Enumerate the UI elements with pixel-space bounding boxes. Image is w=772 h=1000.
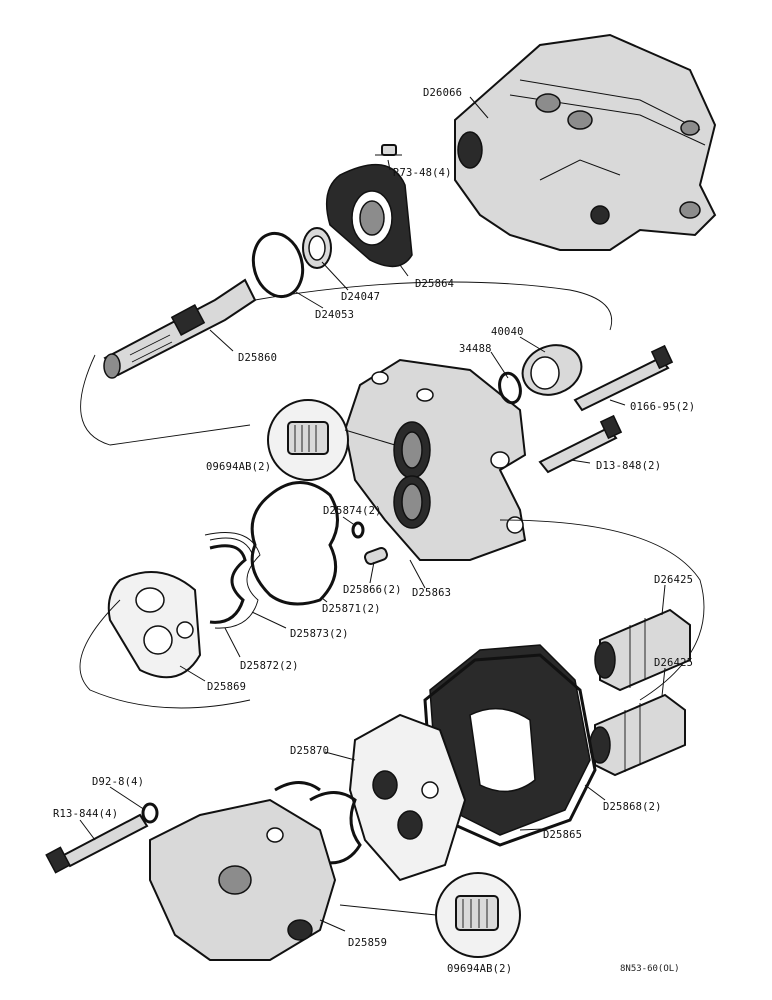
drive-shaft-d25860 xyxy=(103,278,257,379)
label-d25870: D25870 xyxy=(290,745,329,757)
bolt-d13-848 xyxy=(538,414,623,474)
label-d24053: D24053 xyxy=(315,309,354,321)
seal-d25873 xyxy=(204,532,261,629)
gear-shaft-d26425-lower xyxy=(589,693,686,777)
gear-housing-d25865 xyxy=(429,644,591,836)
bolt-r13-844 xyxy=(45,813,149,874)
center-housing-d25863 xyxy=(343,358,527,561)
label-d25872: D25872(2) xyxy=(240,660,299,672)
bearing-d24047 xyxy=(302,227,332,269)
needle-bearing-callout-bottom xyxy=(339,872,521,958)
label-d25869: D25869 xyxy=(207,681,246,693)
oring-d24053 xyxy=(251,231,305,299)
label-d13-848: D13-848(2) xyxy=(596,460,661,472)
seal-d25872 xyxy=(209,544,247,624)
label-40040: 40040 xyxy=(491,326,524,338)
washer-d92-8 xyxy=(141,802,159,824)
label-d25864: D25864 xyxy=(415,278,454,290)
label-d25865: D25865 xyxy=(543,829,582,841)
label-d25871: D25871(2) xyxy=(322,603,381,615)
plate-d25870 xyxy=(348,713,467,882)
label-r13-844: R13-844(4) xyxy=(53,808,118,820)
dowel-d25866 xyxy=(364,547,388,565)
assembly-path-line-upper xyxy=(80,281,612,446)
front-cover-d25859 xyxy=(149,798,337,961)
label-d25873: D25873(2) xyxy=(290,628,349,640)
figure-code: 8N53-60(OL) xyxy=(620,964,680,974)
needle-bearing-callout-top xyxy=(267,399,396,481)
label-09694ab-bottom: 09694AB(2) xyxy=(447,963,512,975)
label-0166-95: 0166-95(2) xyxy=(630,401,695,413)
label-09694ab-top: 09694AB(2) xyxy=(206,461,271,473)
label-d25874: D25874(2) xyxy=(323,505,382,517)
label-d92-8: D92-8(4) xyxy=(92,776,144,788)
label-d25868: D25868(2) xyxy=(603,801,662,813)
label-d26425-b: D26425 xyxy=(654,657,693,669)
snap-ring-34488 xyxy=(498,371,522,405)
gasket-d25871 xyxy=(250,481,339,606)
label-d25863: D25863 xyxy=(412,587,451,599)
label-r73-48: R73-48(4) xyxy=(393,167,452,179)
label-d24047: D24047 xyxy=(341,291,380,303)
bolt-0166-95 xyxy=(573,344,674,412)
plate-d25869 xyxy=(107,571,202,679)
label-d26066: D26066 xyxy=(423,87,462,99)
label-d25859: D25859 xyxy=(348,937,387,949)
label-34488: 34488 xyxy=(459,343,492,355)
label-d25866: D25866(2) xyxy=(343,584,402,596)
gear-shaft-d26425-upper xyxy=(594,608,691,692)
mounting-flange-d25864 xyxy=(325,163,413,268)
screw-r73-48 xyxy=(375,144,402,156)
leader-lines xyxy=(79,96,666,932)
label-d26425-a: D26425 xyxy=(654,574,693,586)
label-d25860: D25860 xyxy=(238,352,277,364)
seal-d25874 xyxy=(351,521,365,539)
bearing-40040 xyxy=(521,344,583,396)
pump-body-housing-top xyxy=(454,33,717,251)
seal-set-front xyxy=(274,781,362,865)
